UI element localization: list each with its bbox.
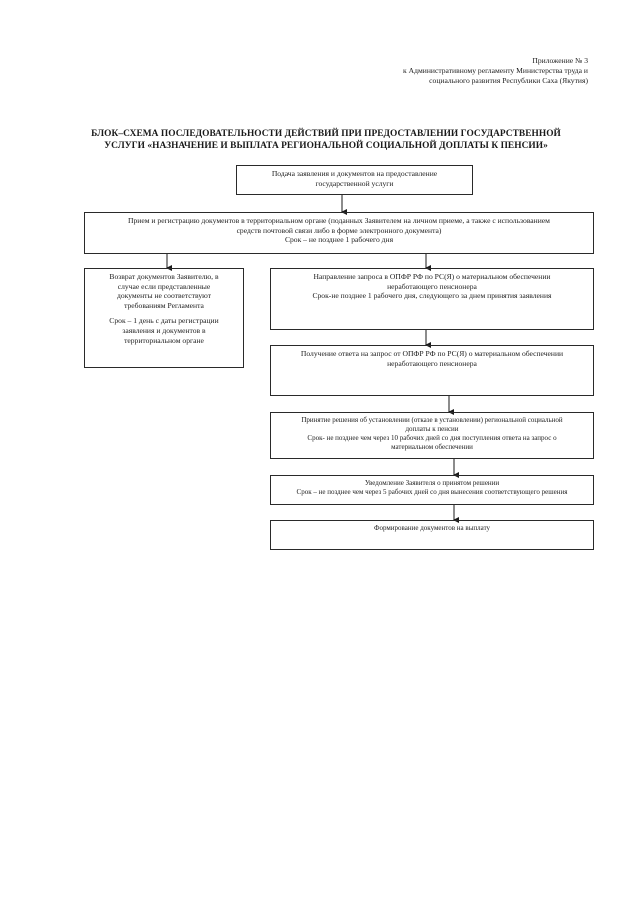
- step-return-text-4: требованиям Регламента: [124, 300, 204, 310]
- appendix-reference-line-1: к Административному регламенту Министерс…: [403, 66, 588, 75]
- step-decision-text-2: доплаты к пенсии: [405, 425, 459, 433]
- step-request-deadline: Срок-не позднее 1 рабочего дня, следующе…: [312, 291, 552, 301]
- step-send-request: Направление запроса в ОПФР РФ по РС(Я) о…: [270, 268, 594, 330]
- flowchart-title-line-2: УСЛУГИ «НАЗНАЧЕНИЕ И ВЫПЛАТА РЕГИОНАЛЬНО…: [104, 140, 548, 151]
- step-submit-text-2: государственной услуги: [315, 178, 394, 188]
- step-decision-deadline-2: материальном обеспечении: [391, 443, 473, 451]
- step-notify-applicant: Уведомление Заявителя о принятом решении…: [270, 475, 594, 505]
- appendix-reference-line-2: социального развития Республики Саха (Як…: [429, 76, 588, 85]
- step-make-decision: Принятие решения об установлении (отказе…: [270, 412, 594, 459]
- flowchart-title-line-1: БЛОК–СХЕМА ПОСЛЕДОВАТЕЛЬНОСТИ ДЕЙСТВИЙ П…: [91, 129, 561, 139]
- step-return-deadline-3: территориальном органе: [124, 335, 204, 345]
- step-register-text-2: средств почтовой связи либо в форме элек…: [236, 225, 442, 235]
- appendix-number: Приложение № 3: [532, 56, 588, 65]
- step-decision-deadline-1: Срок- не позднее чем через 10 рабочих дн…: [307, 434, 557, 442]
- step-request-text-2: неработающего пенсионера: [387, 281, 477, 291]
- step-return-deadline-1: Срок – 1 день с даты регистрации: [109, 316, 219, 326]
- step-form-payment-documents: Формирование документов на выплату: [270, 520, 594, 550]
- step-return-text-1: Возврат документов Заявителю, в: [109, 272, 219, 281]
- step-submit-application: Подача заявления и документов на предост…: [236, 165, 473, 195]
- step-response-text-1: Получение ответа на запрос от ОПФР РФ по…: [300, 349, 564, 358]
- step-return-deadline-2: заявления и документов в: [122, 325, 206, 335]
- step-register-text-1: Прием и регистрацию документов в террито…: [128, 216, 550, 225]
- flowchart-title: БЛОК–СХЕМА ПОСЛЕДОВАТЕЛЬНОСТИ ДЕЙСТВИЙ П…: [60, 129, 592, 152]
- step-return-text-3: документы не соответствуют: [116, 291, 212, 301]
- step-notify-deadline: Срок – не позднее чем через 5 рабочих дн…: [296, 488, 568, 496]
- step-notify-text: Уведомление Заявителя о принятом решении: [364, 479, 500, 487]
- step-return-documents: Возврат документов Заявителю, в случае е…: [84, 268, 244, 368]
- step-response-text-2: неработающего пенсионера: [387, 358, 477, 368]
- step-request-text-1: Направление запроса в ОПФР РФ по РС(Я) о…: [313, 272, 551, 281]
- step-submit-text-1: Подача заявления и документов на предост…: [271, 169, 438, 178]
- step-payment-text: Формирование документов на выплату: [373, 524, 491, 532]
- step-decision-text-1: Принятие решения об установлении (отказе…: [301, 416, 563, 424]
- step-register-documents: Прием и регистрацию документов в террито…: [84, 212, 594, 254]
- step-return-text-2: случае если представленные: [117, 281, 211, 291]
- appendix-header: Приложение № 3 к Административному регла…: [288, 56, 588, 86]
- step-receive-response: Получение ответа на запрос от ОПФР РФ по…: [270, 345, 594, 396]
- step-register-deadline: Срок – не позднее 1 рабочего дня: [284, 235, 394, 245]
